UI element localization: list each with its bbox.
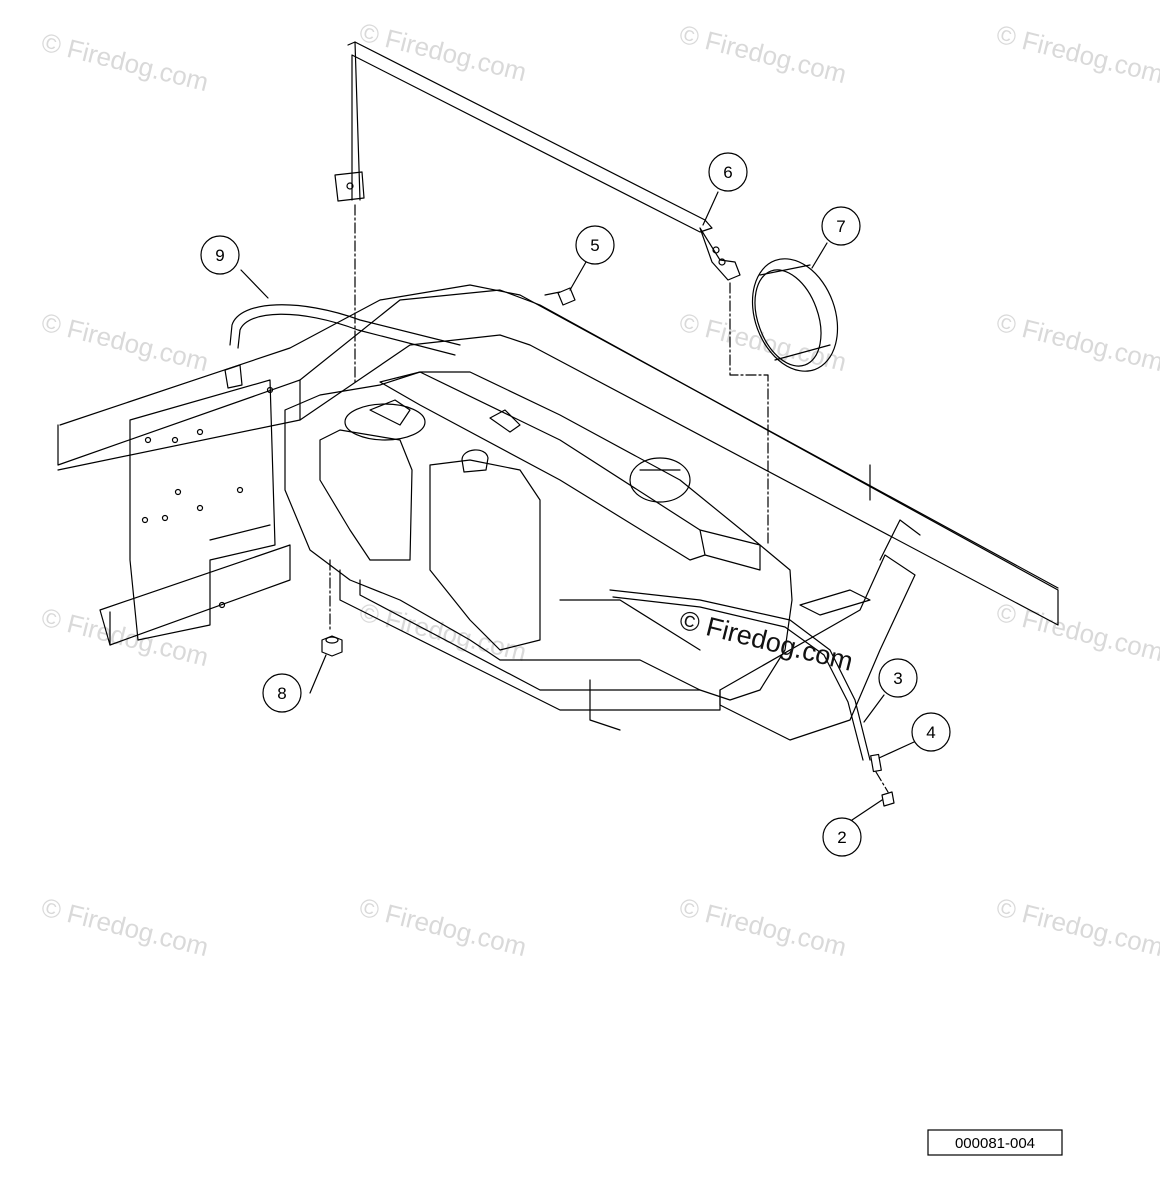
callout-9: 9 (200, 235, 240, 275)
cross-member (719, 519, 921, 741)
frame-rail (57, 284, 1059, 626)
watermark: © Firedog.com (677, 892, 850, 962)
watermark: © Firedog.com (357, 17, 530, 87)
vent-hose (224, 304, 461, 389)
callout-circle (575, 225, 615, 265)
callouts: 2 3 4 5 6 7 8 9 (200, 152, 951, 857)
mounting-plate (129, 379, 276, 641)
center-watermark: © Firedog.com (677, 605, 856, 677)
callout-3: 3 (878, 658, 918, 698)
callout-7: 7 (821, 206, 861, 246)
callout-label: 2 (837, 828, 846, 847)
callout-label: 7 (836, 217, 845, 236)
drawing-code-box: 000081-004 (927, 1129, 1063, 1156)
callout-label: 9 (215, 246, 224, 265)
callout-circle (821, 206, 861, 246)
hose-fitting (544, 287, 576, 306)
callout-2: 2 (822, 817, 862, 857)
callout-6: 6 (708, 152, 748, 192)
watermark: © Firedog.com (357, 892, 530, 962)
callout-label: 3 (893, 669, 902, 688)
hold-down-strap (334, 41, 741, 281)
watermark: © Firedog.com (39, 892, 212, 962)
line-fitting (870, 753, 882, 773)
watermark: © Firedog.com (994, 597, 1160, 667)
fuel-line (609, 589, 871, 761)
watermark: © Firedog.com (39, 602, 212, 672)
callout-circle (878, 658, 918, 698)
callout-5: 5 (575, 225, 615, 265)
watermark: © Firedog.com (994, 307, 1160, 377)
assembly-lines (329, 204, 889, 793)
lower-rail (99, 544, 291, 646)
callout-label: 4 (926, 723, 935, 742)
leader-lines (240, 191, 915, 821)
hex-nut (321, 635, 343, 657)
callout-4: 4 (911, 712, 951, 752)
drawing-code-frame (927, 1129, 1063, 1156)
drawing-code: 000081-004 (955, 1135, 1035, 1152)
callout-circle (200, 235, 240, 275)
callout-label: 8 (277, 684, 286, 703)
fuel-tank (284, 371, 793, 701)
callout-circle (262, 673, 302, 713)
watermark: © Firedog.com (677, 19, 850, 89)
callout-label: 6 (723, 163, 732, 182)
callout-label: 5 (590, 236, 599, 255)
watermark: © Firedog.com (39, 307, 212, 377)
callout-circle (911, 712, 951, 752)
hose-clamp (881, 791, 895, 807)
callout-8: 8 (262, 673, 302, 713)
tank-support-bracket (339, 569, 721, 731)
watermark: © Firedog.com (39, 27, 212, 97)
callout-circle (708, 152, 748, 192)
watermark-layer: © Firedog.com © Firedog.com © Firedog.co… (39, 17, 1160, 962)
filler-neck-ring (751, 258, 839, 372)
watermark: © Firedog.com (994, 19, 1160, 89)
watermark: © Firedog.com (994, 892, 1160, 962)
callout-circle (822, 817, 862, 857)
